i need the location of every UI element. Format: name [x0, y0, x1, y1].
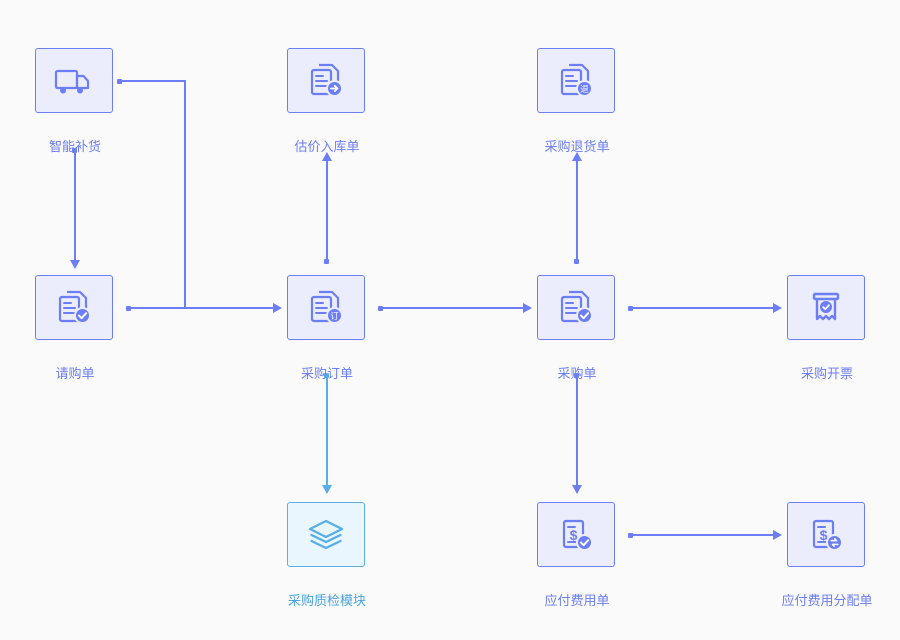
- node-label: 采购退货单: [544, 139, 610, 154]
- node-box[interactable]: 订: [287, 275, 365, 340]
- svg-text:订: 订: [330, 311, 339, 321]
- document-check-icon: [58, 290, 91, 324]
- node-requisition[interactable]: 请购单: [35, 275, 115, 381]
- node-label: 采购单: [557, 366, 597, 381]
- node-quality-module[interactable]: 采购质检模块: [287, 502, 367, 608]
- document-return-icon: 退: [560, 63, 593, 97]
- layers-icon: [308, 519, 344, 549]
- invoice-check-icon: [812, 292, 840, 320]
- svg-text:$: $: [570, 527, 578, 543]
- money-doc-check-icon: $: [562, 519, 593, 551]
- node-label: 智能补货: [48, 139, 102, 154]
- node-box[interactable]: 退: [537, 48, 615, 113]
- node-label: 估价入库单: [294, 139, 360, 154]
- node-label: 请购单: [55, 366, 95, 381]
- node-purchase-order[interactable]: 订 采购订单: [287, 275, 367, 381]
- node-estimated-inbound[interactable]: 估价入库单: [287, 48, 367, 154]
- node-label: 采购质检模块: [287, 593, 367, 608]
- document-arrow-icon: [310, 63, 343, 97]
- svg-text:退: 退: [580, 84, 589, 94]
- node-purchase-invoice[interactable]: 采购开票: [787, 275, 867, 381]
- node-payable-expense[interactable]: $ 应付费用单: [537, 502, 617, 608]
- node-label: 采购开票: [800, 366, 854, 381]
- node-box[interactable]: [537, 275, 615, 340]
- document-check-icon: [560, 290, 593, 324]
- node-box[interactable]: [35, 275, 113, 340]
- node-box[interactable]: [287, 48, 365, 113]
- node-box[interactable]: $: [537, 502, 615, 567]
- node-purchase-return[interactable]: 退 采购退货单: [537, 48, 617, 154]
- node-smart-replenish[interactable]: 智能补货: [35, 48, 115, 154]
- node-label: 应付费用分配单: [781, 593, 873, 608]
- node-box[interactable]: [35, 48, 113, 113]
- node-box[interactable]: $: [787, 502, 865, 567]
- document-order-icon: 订: [310, 290, 343, 324]
- svg-text:$: $: [820, 527, 828, 543]
- node-label: 采购订单: [300, 366, 354, 381]
- node-box[interactable]: [787, 275, 865, 340]
- node-box[interactable]: [287, 502, 365, 567]
- node-label: 应付费用单: [544, 593, 610, 608]
- node-payable-alloc[interactable]: $ 应付费用分配单: [781, 502, 873, 608]
- truck-icon: [54, 69, 90, 93]
- money-doc-swap-icon: $: [812, 519, 843, 551]
- node-purchase-bill[interactable]: 采购单: [537, 275, 617, 381]
